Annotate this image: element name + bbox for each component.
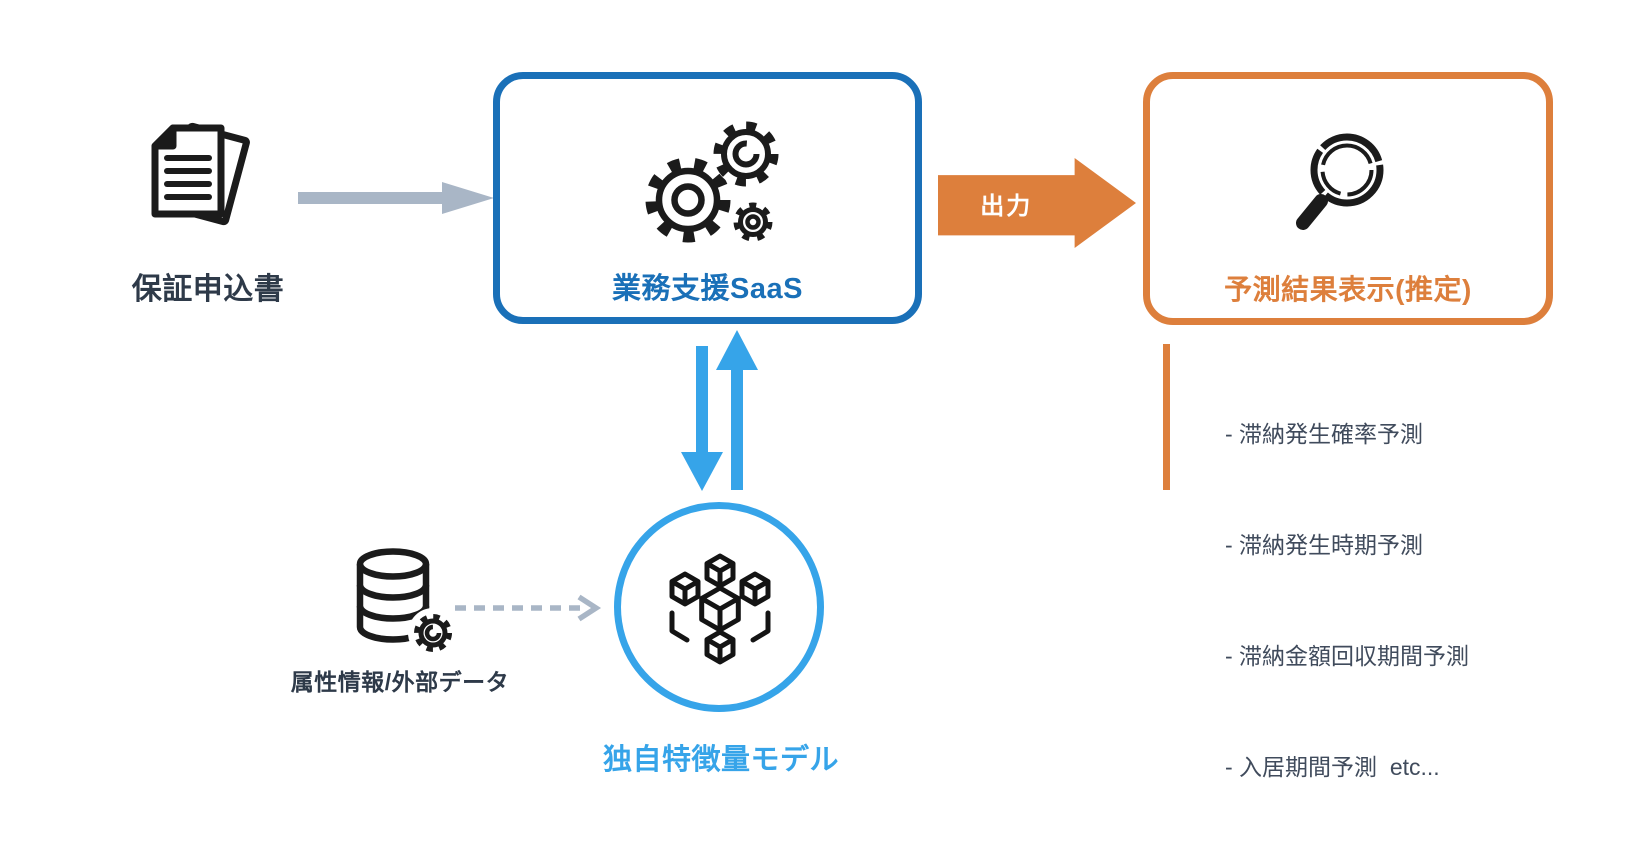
- input-arrow: [298, 182, 494, 214]
- model-label: 独自特徴量モデル: [602, 744, 839, 776]
- cubes-icon: [669, 553, 771, 665]
- result-list: - 滞納発生確率予測 - 滞納発生時期予測 - 滞納金額回収期間予測 - 入居期…: [1225, 342, 1469, 850]
- saas-label: 業務支援SaaS: [612, 273, 803, 305]
- application-label: 保証申込書: [131, 273, 285, 306]
- result-box: [1143, 72, 1553, 325]
- output-arrow: 出力: [938, 158, 1136, 248]
- list-item: - 滞納発生時期予測: [1225, 532, 1424, 558]
- magnifier-icon: [1296, 133, 1384, 230]
- documents-icon: [151, 122, 250, 226]
- data-source-label: 属性情報/外部データ: [290, 669, 510, 695]
- saas-to-model-arrow: [681, 346, 723, 491]
- model-to-saas-arrow: [716, 330, 758, 490]
- database-gear-icon: [356, 548, 458, 658]
- model-circle: [614, 502, 824, 712]
- output-arrow-label: 出力: [980, 192, 1033, 220]
- gears-icon: [645, 121, 779, 243]
- result-label: 予測結果表示(推定): [1224, 274, 1472, 305]
- result-list-bar: [1163, 344, 1170, 490]
- list-item: - 入居期間予測 etc...: [1225, 754, 1440, 780]
- data-to-model-arrow: [455, 594, 602, 622]
- list-item: - 滞納発生確率予測: [1225, 421, 1424, 447]
- list-item: - 滞納金額回収期間予測: [1225, 643, 1470, 669]
